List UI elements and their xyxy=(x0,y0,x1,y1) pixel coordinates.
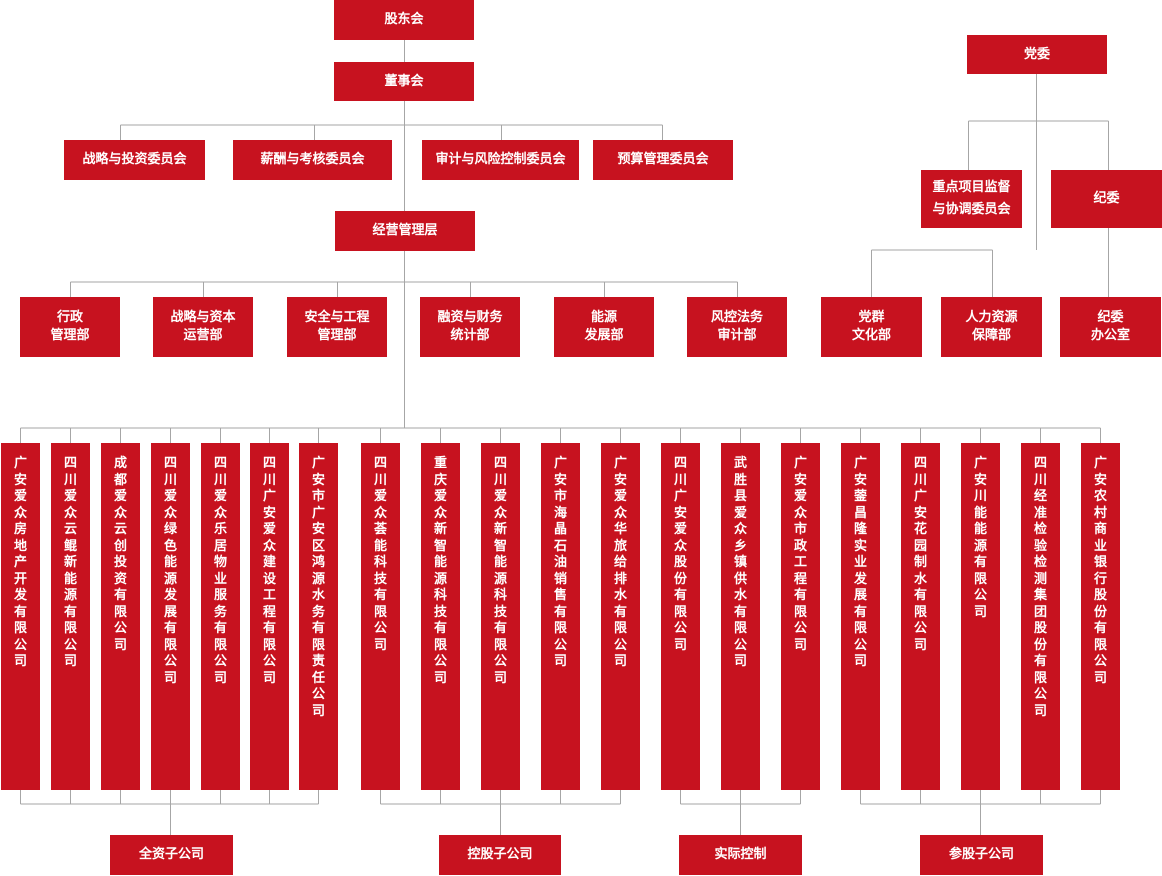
dept-party-culture: 党群 文化部 xyxy=(821,297,922,357)
subsidiary-box: 广安爱众市政工程有限公司 xyxy=(781,443,820,790)
subsidiary-box: 广安农村商业银行股份有限公司 xyxy=(1081,443,1120,790)
subsidiary-box: 广安爱众房地产开发有限公司 xyxy=(1,443,40,790)
committee-strategy-investment: 战略与投资委员会 xyxy=(64,140,205,180)
subsidiary-box: 四川爱众新智能源科技有限公司 xyxy=(481,443,520,790)
subsidiary-box: 广安蓥昌隆实业发展有限公司 xyxy=(841,443,880,790)
group-equity-participation: 参股子公司 xyxy=(920,835,1043,875)
subsidiary-box: 广安川能能源有限公司 xyxy=(961,443,1000,790)
committee-audit-risk-control: 审计与风险控制委员会 xyxy=(422,140,579,180)
subsidiary-box: 广安爱众华旅给排水有限公司 xyxy=(601,443,640,790)
subsidiary-box: 四川广安爱众股份有限公司 xyxy=(661,443,700,790)
subsidiary-box: 四川爱众乐居物业服务有限公司 xyxy=(201,443,240,790)
key-project-supervision-committee: 重点项目监督 与协调委员会 xyxy=(921,170,1022,228)
subsidiary-box: 四川广安花园制水有限公司 xyxy=(901,443,940,790)
party-committee-node: 党委 xyxy=(967,35,1107,74)
committee-compensation-assessment: 薪酬与考核委员会 xyxy=(233,140,392,180)
subsidiary-box: 武胜县爱众乡镇供水有限公司 xyxy=(721,443,760,790)
group-actual-control: 实际控制 xyxy=(679,835,802,875)
subsidiary-box: 四川爱众云鲲新能源有限公司 xyxy=(51,443,90,790)
dept-strategy-capital: 战略与资本 运营部 xyxy=(153,297,253,357)
dept-administration: 行政 管理部 xyxy=(20,297,120,357)
group-wholly-owned: 全资子公司 xyxy=(110,835,233,875)
board-of-directors-node: 董事会 xyxy=(334,62,474,101)
group-holding-subsidiaries: 控股子公司 xyxy=(439,835,561,875)
subsidiary-box: 重庆爱众新智能源科技有限公司 xyxy=(421,443,460,790)
subsidiary-box: 广安市海晶石油销售有限公司 xyxy=(541,443,580,790)
committee-budget-management: 预算管理委员会 xyxy=(593,140,733,180)
dept-human-resources: 人力资源 保障部 xyxy=(941,297,1042,357)
dept-energy-development: 能源 发展部 xyxy=(554,297,654,357)
subsidiary-box: 成都爱众云创投资有限公司 xyxy=(101,443,140,790)
discipline-committee-node: 纪委 xyxy=(1051,170,1162,228)
shareholders-meeting-node: 股东会 xyxy=(334,0,474,40)
subsidiary-box: 广安市广安区鸿源水务有限责任公司 xyxy=(299,443,338,790)
dept-discipline-office: 纪委 办公室 xyxy=(1060,297,1161,357)
subsidiary-box: 四川广安爱众建设工程有限公司 xyxy=(250,443,289,790)
dept-risk-legal-audit: 风控法务 审计部 xyxy=(687,297,787,357)
management-layer-node: 经营管理层 xyxy=(335,211,475,251)
dept-safety-engineering: 安全与工程 管理部 xyxy=(287,297,387,357)
subsidiary-box: 四川爱众荟能科技有限公司 xyxy=(361,443,400,790)
subsidiary-box: 四川爱众绿色能源发展有限公司 xyxy=(151,443,190,790)
dept-finance-statistics: 融资与财务 统计部 xyxy=(420,297,520,357)
subsidiary-box: 四川经准检验检测集团股份有限公司 xyxy=(1021,443,1060,790)
